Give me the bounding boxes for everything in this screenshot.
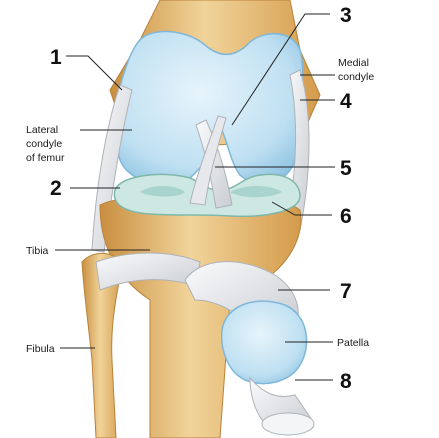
meniscus-inner-medial bbox=[230, 186, 282, 198]
label-number-8: 8 bbox=[340, 370, 352, 393]
label-number-5: 5 bbox=[340, 157, 352, 180]
patella bbox=[220, 300, 308, 385]
label-fibula: Fibula bbox=[26, 343, 55, 355]
leader-lines bbox=[55, 13, 335, 381]
meniscus-inner-lateral bbox=[140, 186, 185, 197]
label-number-6: 6 bbox=[340, 205, 352, 228]
tendon-cut-surface bbox=[261, 412, 315, 436]
posterior-cruciate-ligament bbox=[189, 115, 227, 206]
label-medial-condyle-line2: condyle bbox=[338, 71, 374, 83]
label-lateral-condyle-line2: condyle bbox=[26, 138, 62, 150]
label-number-2: 2 bbox=[50, 177, 62, 200]
label-medial-condyle-line1: Medial bbox=[338, 57, 369, 69]
label-tibia: Tibia bbox=[26, 245, 49, 257]
fibula bbox=[81, 252, 123, 438]
label-lateral-condyle-line3: of femur bbox=[26, 152, 65, 164]
label-number-3: 3 bbox=[340, 4, 352, 27]
label-number-1: 1 bbox=[50, 46, 62, 69]
label-lateral-condyle-line1: Lateral bbox=[26, 124, 58, 136]
label-number-7: 7 bbox=[340, 280, 352, 303]
menisci bbox=[113, 173, 301, 218]
label-patella: Patella bbox=[337, 337, 369, 349]
label-number-4: 4 bbox=[340, 90, 352, 113]
